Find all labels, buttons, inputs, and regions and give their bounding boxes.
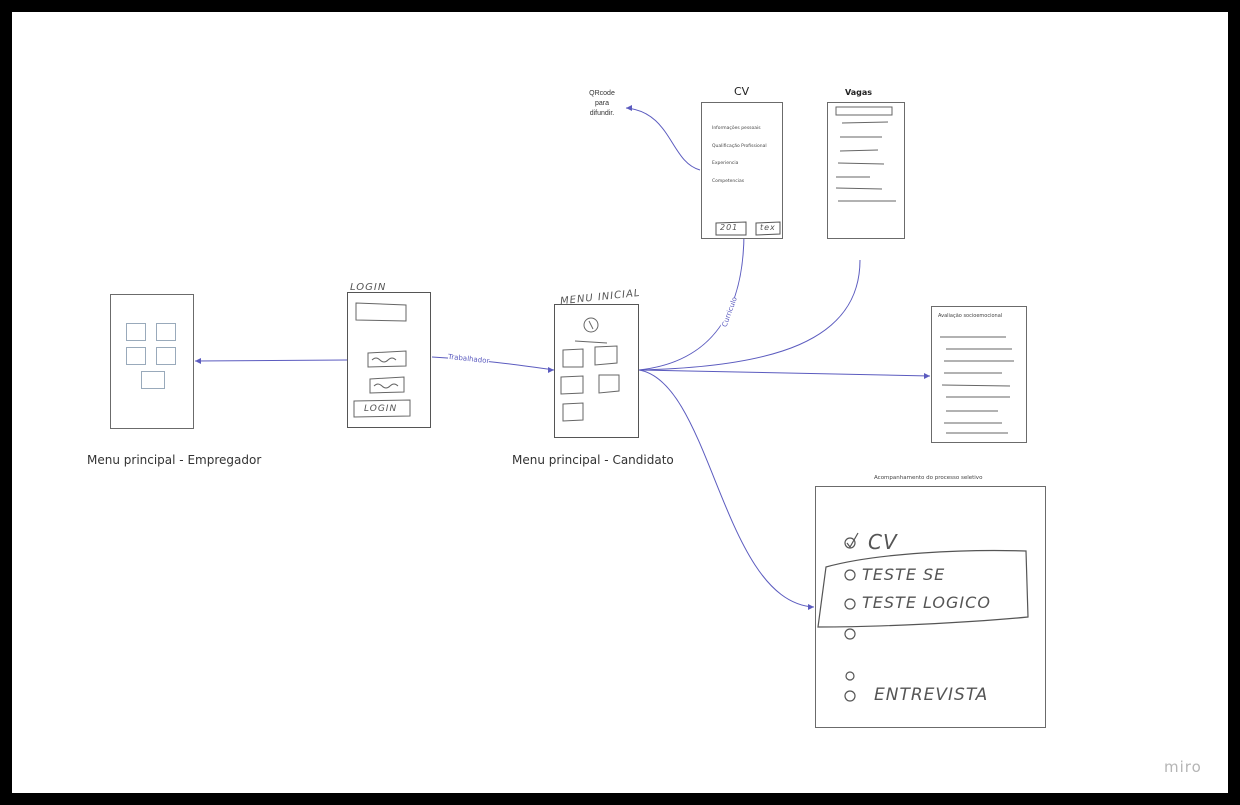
employer-menu-tile[interactable]	[141, 371, 165, 389]
step-circle	[844, 598, 856, 610]
login-field-sketch	[367, 350, 407, 368]
arrowhead-avaliacao	[924, 373, 930, 379]
connector-candidate-to-cv	[638, 231, 745, 371]
step-label-cv: CV	[868, 530, 898, 554]
avaliacao-line-sketch	[941, 384, 1011, 387]
acompanhamento-title: Acompanhamento do processo seletivo	[874, 475, 983, 481]
cv-frame[interactable]: Informações pessoais Qualificação Profis…	[701, 102, 783, 239]
login-button-sketch	[353, 399, 411, 418]
vagas-title: Vagas	[845, 88, 873, 97]
connector-candidate-to-avaliacao	[638, 369, 931, 377]
acompanhamento-frame[interactable]: CV TESTE SE TESTE LOGICO ENTREVISTA	[815, 486, 1046, 728]
cv-item[interactable]: Competencias	[712, 179, 745, 184]
qrcode-note: QRcode para difundir.	[580, 89, 624, 119]
login-button-label[interactable]: LOGIN	[364, 404, 398, 414]
cv-left-button-sketch	[715, 221, 747, 236]
vagas-sketch	[835, 106, 896, 202]
login-frame[interactable]: LOGIN	[347, 292, 431, 428]
vagas-line-sketch	[837, 162, 885, 165]
step-label-teste-logico: TESTE LOGICO	[862, 593, 991, 612]
acompanhamento-sketch	[817, 532, 1029, 702]
connector-candidate-to-vagas	[638, 259, 861, 371]
vagas-line-sketch	[839, 149, 879, 152]
avaliacao-frame[interactable]: Avaliação socioemocional	[931, 306, 1027, 443]
arrowhead-qrcode	[626, 105, 632, 111]
vagas-frame[interactable]	[827, 102, 905, 239]
connector-qrcode-to-cv	[625, 107, 701, 171]
candidate-menu-caption: Menu principal - Candidato	[512, 453, 674, 467]
employer-menu-frame[interactable]	[110, 294, 194, 429]
cv-title: CV	[734, 85, 750, 98]
candidate-menu-sketch	[560, 317, 620, 422]
login-sketch-title: LOGIN	[350, 282, 387, 293]
avaliacao-sketch	[940, 336, 1014, 434]
cv-button-sketches	[715, 221, 781, 236]
login-field-sketch	[369, 376, 405, 394]
qrcode-note-line: difundir.	[589, 110, 615, 117]
vagas-search-sketch	[835, 106, 893, 116]
employer-menu-tile[interactable]	[126, 347, 146, 365]
cv-right-button-sketch	[755, 221, 781, 236]
avaliacao-title: Avaliação socioemocional	[938, 313, 1003, 319]
menu-tile-sketch	[560, 375, 584, 395]
connector-login-to-employer	[194, 359, 348, 362]
menu-tile-sketch	[562, 402, 584, 422]
login-field-scribble	[373, 383, 399, 389]
avatar-sketch-stroke	[588, 320, 594, 330]
login-field-sketch	[355, 302, 407, 322]
step-label-teste-se: TESTE SE	[862, 565, 946, 584]
cv-item[interactable]: Qualificação Profissional	[712, 144, 767, 149]
employer-menu-caption: Menu principal - Empregador	[87, 453, 262, 467]
step-check	[846, 532, 859, 549]
step-label-entrevista: ENTREVISTA	[874, 685, 989, 705]
cv-left-button-label[interactable]: 201	[720, 223, 739, 232]
menu-tile-sketch	[562, 348, 584, 368]
highlight-box-sketch	[817, 549, 1029, 628]
step-circle	[844, 628, 856, 640]
miro-logo: miro	[1164, 758, 1202, 776]
arrowhead-employer	[195, 358, 201, 364]
employer-menu-tile[interactable]	[126, 323, 146, 341]
vagas-line-sketch	[835, 187, 883, 190]
vagas-line-sketch	[841, 121, 889, 124]
login-sketch	[353, 302, 411, 418]
avatar-sketch	[583, 317, 599, 333]
step-circle	[844, 569, 856, 581]
cv-right-button-label[interactable]: tex	[760, 223, 776, 232]
cv-item[interactable]: Experiencia	[712, 161, 739, 166]
qrcode-note-line: QRcode	[589, 90, 615, 97]
connector-candidate-to-acompanhamento	[638, 369, 815, 608]
step-circle	[845, 671, 855, 681]
employer-menu-tile[interactable]	[156, 323, 176, 341]
menu-tile-sketch	[598, 374, 620, 394]
login-field-scribble	[371, 357, 397, 363]
employer-menu-tile[interactable]	[156, 347, 176, 365]
divider-sketch	[574, 340, 608, 344]
menu-tile-sketch	[594, 345, 618, 366]
step-circle	[844, 690, 856, 702]
miro-board[interactable]: Trabalhador Curriculo Menu principal - E…	[12, 12, 1228, 793]
cv-item[interactable]: Informações pessoais	[712, 126, 761, 131]
candidate-menu-frame[interactable]	[554, 304, 639, 438]
arrowhead-candidate	[548, 367, 554, 373]
arrowhead-acompanhamento	[808, 604, 814, 610]
qrcode-note-line: para	[594, 100, 609, 107]
